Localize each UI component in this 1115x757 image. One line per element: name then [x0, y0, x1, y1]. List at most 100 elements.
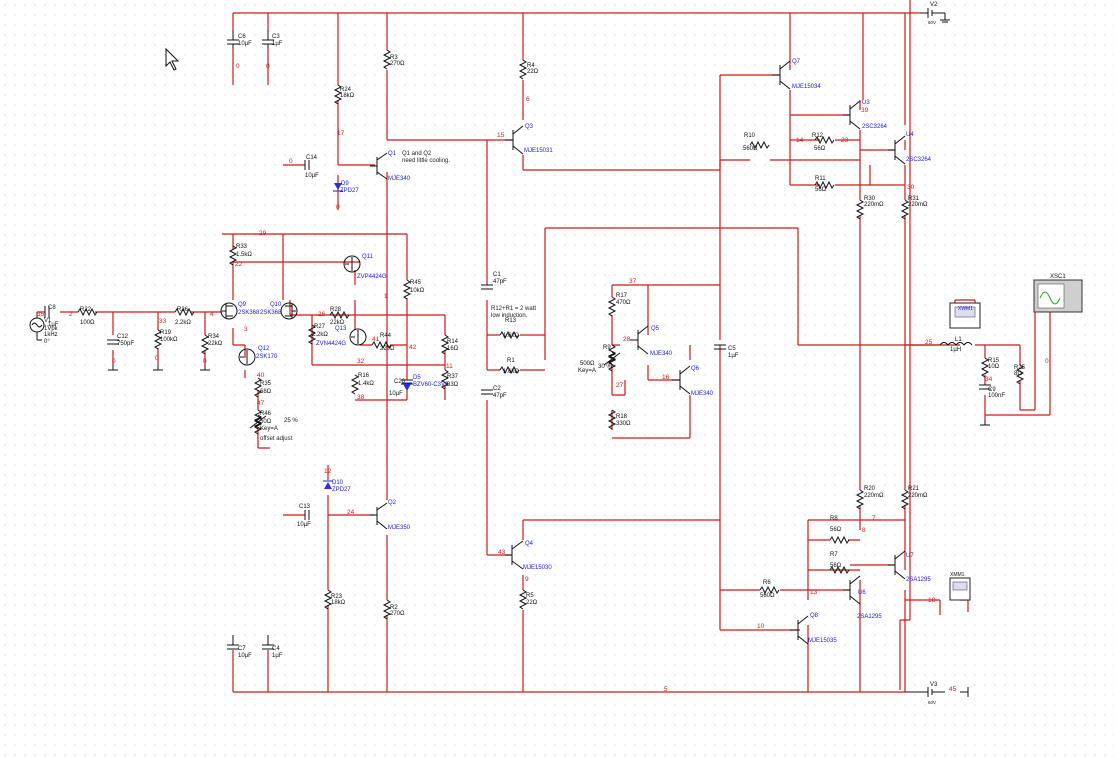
c6-ref: C6: [238, 34, 246, 40]
r6-value: 560Ω: [760, 593, 775, 599]
c5-value: 1µF: [728, 353, 739, 359]
v2-value: 60V: [928, 20, 936, 25]
net-label: 7: [872, 515, 876, 522]
d10-ref: D10: [332, 480, 344, 486]
net-label: 47: [257, 400, 265, 407]
u6-part: 2SA1295: [857, 614, 882, 620]
q13-ref: Q13: [335, 326, 347, 332]
wattmeter-ref: XWM1: [958, 306, 973, 312]
q2-ref: Q2: [388, 500, 397, 506]
c5-ref: C5: [728, 346, 736, 352]
net-label: 40: [257, 372, 265, 379]
c12-ref: C12: [117, 334, 129, 340]
c14-ref: C14: [306, 155, 318, 161]
r45-ref: R45: [410, 280, 422, 286]
net-label: 26: [318, 311, 326, 318]
r44-ref: R44: [380, 333, 392, 339]
q5-part: MJE340: [650, 351, 673, 357]
r20-ref: R20: [864, 486, 876, 492]
q5-ref: Q5: [651, 326, 660, 332]
r28-value: 22kΩ: [330, 320, 345, 326]
net-label: 16: [662, 374, 670, 381]
u4-part: 2SC3264: [906, 157, 932, 163]
net-label: 23: [841, 137, 849, 144]
c2-value: 47pF: [493, 393, 507, 399]
c9-ref: C9: [988, 387, 996, 393]
r5-value: 22Ω: [526, 600, 538, 606]
u3-ref: U3: [862, 100, 870, 106]
r9-ref: R9: [603, 345, 611, 351]
net-label: 28: [623, 336, 631, 343]
net-label: 0: [336, 204, 340, 211]
net-label: 12: [324, 468, 332, 475]
net-label: 18: [928, 597, 936, 604]
c9-value: 100nF: [988, 393, 1005, 399]
net-label: 37: [629, 278, 637, 285]
r22-ref: R22: [80, 307, 92, 313]
net-label: 32: [357, 358, 365, 365]
note-q1-q2-cooling: need little cooling.: [402, 158, 450, 164]
r18-value: 330Ω: [616, 421, 631, 427]
r16-ref: R16: [358, 373, 370, 379]
d5-part: BZV60-C3V9: [413, 382, 449, 388]
q9-part: 2SK368: [238, 310, 260, 316]
r21-ref: R21: [908, 486, 920, 492]
net-label: 17: [337, 130, 345, 137]
q1-ref: Q1: [388, 151, 397, 157]
u7-part: 2SA1295: [906, 577, 931, 583]
r10-ref: R10: [744, 133, 756, 139]
r23-value: 18kΩ: [331, 600, 346, 606]
net-label: 15: [497, 132, 505, 139]
d5-ref: D5: [413, 375, 421, 381]
net-label: 35: [37, 311, 45, 318]
net-label: 11: [446, 363, 453, 370]
c8-ref: C8: [48, 305, 56, 311]
r37-ref: R37: [447, 374, 459, 380]
u4-ref: U4: [906, 132, 914, 138]
r22-value: 100Ω: [80, 320, 95, 326]
d10-part: ZPD27: [332, 487, 351, 493]
r45-value: 10kΩ: [410, 288, 425, 294]
r24-ref: R24: [340, 87, 352, 93]
r44-value: 220Ω: [380, 346, 395, 352]
v1-amplitude: 1Vpk: [44, 326, 59, 332]
r27-ref: R27: [314, 324, 326, 330]
net-label: 0: [112, 358, 116, 365]
r31-value: 220mΩ: [908, 202, 928, 208]
net-label: 25: [925, 339, 933, 346]
r35-ref: R35: [260, 381, 272, 387]
net-label: 45: [949, 686, 957, 693]
c4-ref: C4: [272, 646, 280, 652]
c6-value: 10µF: [238, 41, 252, 47]
r8-ref: R8: [830, 516, 838, 522]
r7-value: 56Ω: [830, 563, 842, 569]
r34-value: 22kΩ: [208, 341, 223, 347]
v3-value: 60V: [928, 700, 936, 705]
r12-ref: R12: [812, 133, 824, 139]
r1-value: 1.6kΩ: [503, 369, 519, 375]
c7-value: 10µF: [238, 653, 252, 659]
net-label: 39: [861, 107, 869, 114]
net-label: 6: [526, 96, 530, 103]
u6-ref: U6: [858, 590, 866, 596]
r35-value: 68Ω: [260, 389, 272, 395]
net-label: 24: [347, 509, 355, 516]
q6-part: MJE340: [691, 391, 714, 397]
r25-value: 8Ω: [1014, 371, 1022, 377]
q6-ref: Q6: [691, 366, 700, 372]
r37-value: 33Ω: [447, 382, 459, 388]
r17-ref: R17: [616, 293, 628, 299]
net-label: 41: [372, 336, 380, 343]
c7-ref: C7: [238, 646, 246, 652]
r33-value: 1.5kΩ: [236, 252, 252, 258]
net-label: 38: [357, 394, 365, 401]
net-label: 30: [907, 184, 915, 191]
c1-value: 47pF: [493, 279, 507, 285]
c3-value: 1µF: [272, 41, 283, 47]
q11-part: ZVP4424G: [357, 274, 387, 280]
net-label: 22: [235, 261, 243, 268]
note-q1-q2: Q1 and Q2: [402, 151, 432, 157]
